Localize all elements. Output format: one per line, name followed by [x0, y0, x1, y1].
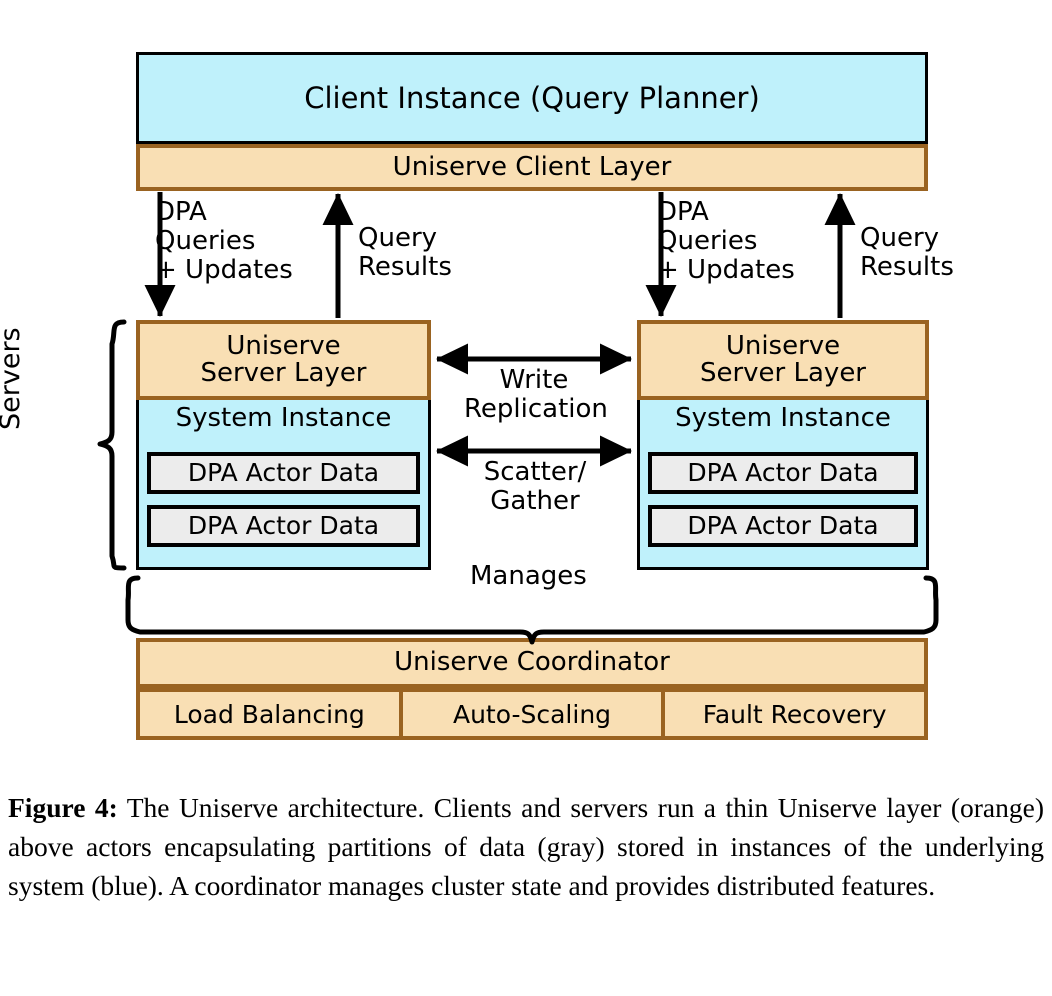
servers-group-label: Servers: [0, 327, 26, 430]
client-instance-box: Client Instance (Query Planner): [136, 52, 928, 144]
server-layer-label-line2: Server Layer: [699, 358, 867, 388]
uniserve-server-layer-box-left: Uniserve Server Layer: [136, 320, 431, 400]
server-node-left: Uniserve Server Layer System Instance DP…: [136, 320, 431, 570]
feature-auto-scaling: Auto-Scaling: [400, 688, 664, 740]
edge-label-scatter-gather: Scatter/ Gather: [483, 457, 587, 517]
server-layer-label-line2: Server Layer: [200, 358, 367, 388]
system-instance-label: System Instance: [175, 403, 392, 433]
figure-caption: Figure 4: The Uniserve architecture. Cli…: [8, 788, 1044, 905]
server-node-right: Uniserve Server Layer System Instance DP…: [637, 320, 929, 570]
uniserve-server-layer-box-right: Uniserve Server Layer: [637, 320, 929, 400]
figure-caption-label: Figure 4:: [8, 792, 118, 823]
edge-label-query-results-right: Query Results: [860, 223, 954, 283]
dpa-actor-data-box: DPA Actor Data: [147, 452, 420, 494]
uniserve-coordinator-box: Uniserve Coordinator: [136, 638, 928, 688]
system-instance-box-right: System Instance DPA Actor Data DPA Actor…: [637, 400, 929, 570]
server-layer-label-line1: Uniserve: [226, 330, 341, 361]
uniserve-client-layer-box: Uniserve Client Layer: [136, 144, 928, 191]
system-instance-label: System Instance: [675, 403, 891, 433]
dpa-actor-data-box: DPA Actor Data: [648, 505, 918, 547]
edge-label-dpa-queries-updates-left: DPA Queries + Updates: [155, 197, 293, 286]
edge-label-manages: Manages: [470, 561, 587, 591]
edge-label-query-results-left: Query Results: [358, 223, 452, 283]
feature-load-balancing: Load Balancing: [136, 688, 401, 740]
architecture-diagram: Client Instance (Query Planner) Uniserve…: [0, 52, 954, 740]
dpa-actor-data-box: DPA Actor Data: [147, 505, 420, 547]
server-layer-label-line1: Uniserve: [725, 330, 841, 361]
edge-label-write-replication: Write Replication: [464, 365, 608, 425]
servers-brace: [97, 319, 127, 571]
figure-caption-text: The Uniserve architecture. Clients and s…: [8, 792, 1044, 902]
system-instance-box-left: System Instance DPA Actor Data DPA Actor…: [136, 400, 431, 570]
coordinator-features-row: Load Balancing Auto-Scaling Fault Recove…: [136, 688, 929, 740]
feature-fault-recovery: Fault Recovery: [663, 688, 929, 740]
dpa-actor-data-box: DPA Actor Data: [648, 452, 918, 494]
edge-label-dpa-queries-updates-right: DPA Queries + Updates: [657, 197, 795, 286]
